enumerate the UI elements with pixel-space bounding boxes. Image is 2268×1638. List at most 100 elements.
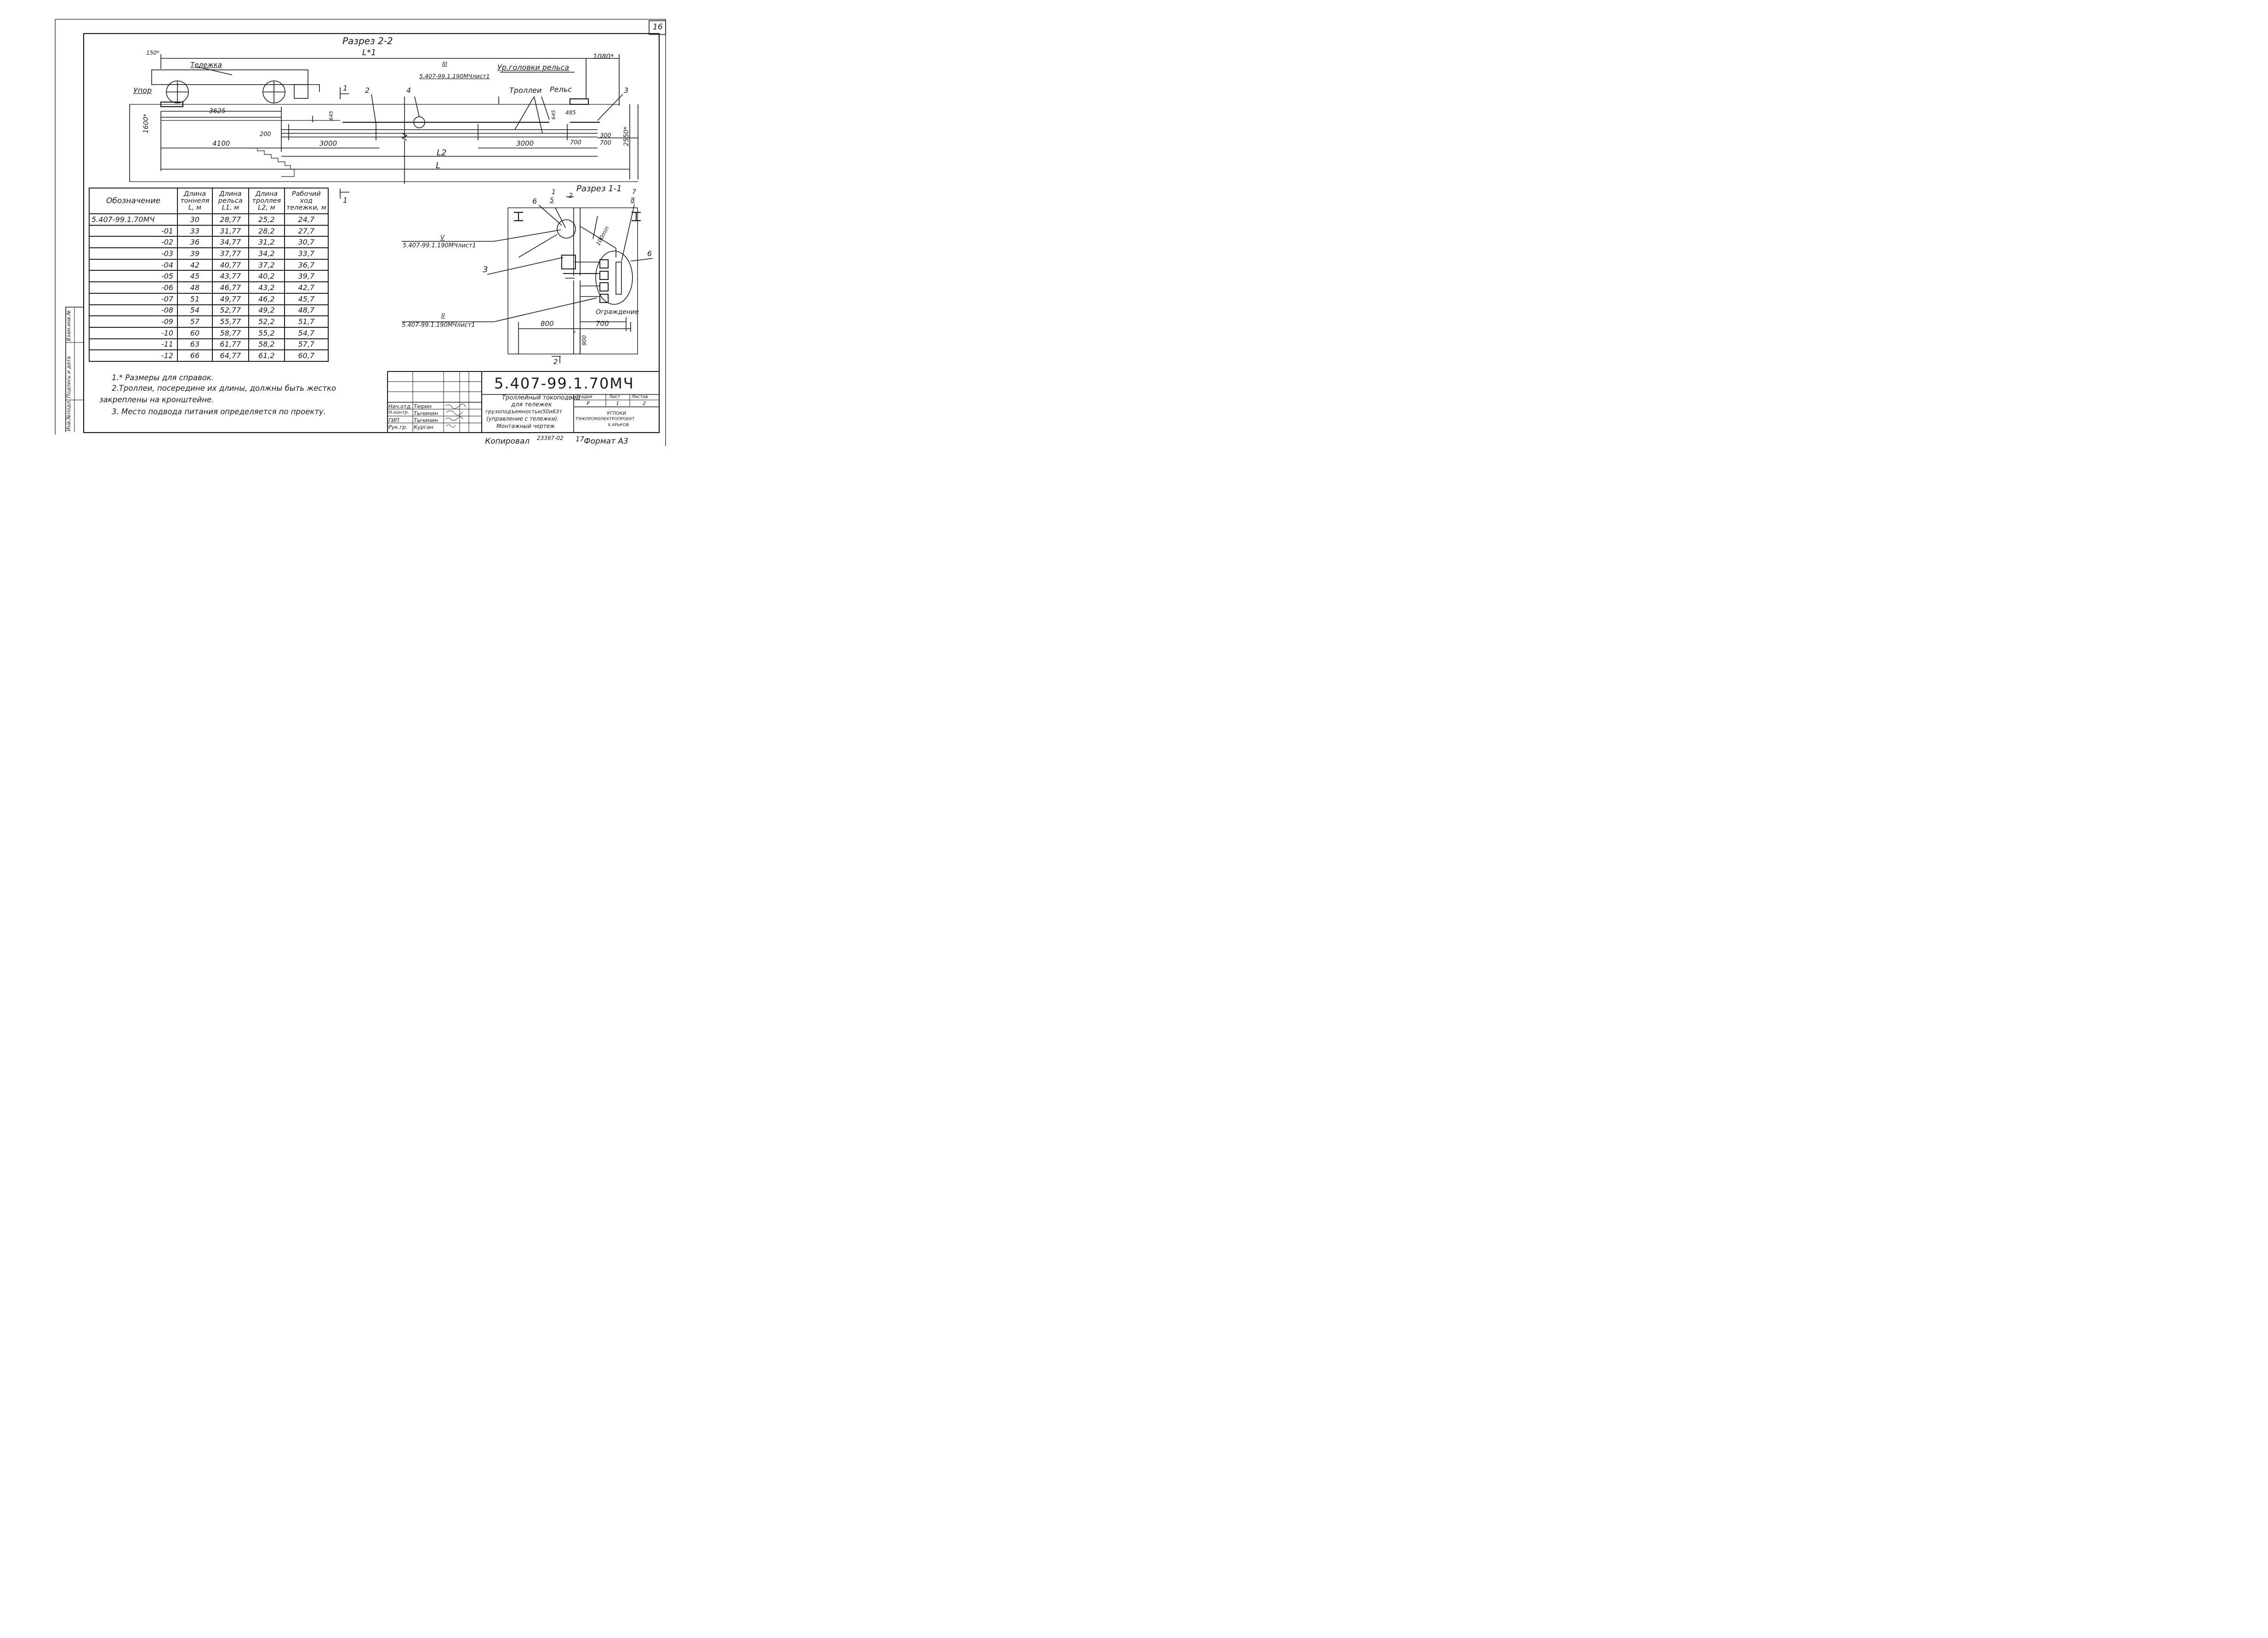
row-value: 28,2 (248, 224, 285, 237)
row-value: 42 (177, 258, 213, 271)
row-value: 31,2 (248, 236, 285, 249)
row-designation: -01 (89, 224, 178, 237)
row-value: 49,77 (211, 292, 249, 305)
row-designation: -02 (89, 236, 178, 249)
row-value: 27,7 (284, 224, 329, 237)
label-L1: L*1 (362, 48, 376, 57)
header-working-travel: Рабочий ход тележки, м (284, 188, 329, 214)
label-L2: L2 (437, 148, 447, 158)
label-stop: Упор (133, 86, 152, 95)
dim-150: 150* (146, 50, 160, 56)
header-rail-length: Длина рельса L1, м (211, 188, 249, 214)
ref-roman-III: III (442, 61, 447, 67)
ref-roman-V: V (440, 234, 444, 241)
row-designation: -09 (89, 315, 178, 328)
row-value: 54,7 (284, 326, 329, 339)
row-value: 60,7 (284, 349, 329, 362)
row-value: 31,77 (211, 224, 249, 237)
row-value: 61,2 (248, 349, 285, 362)
row-designation: -04 (89, 258, 178, 271)
note-2: 2.Троллеи, посередине их длины, должны б… (112, 384, 336, 393)
row-designation: 5.407-99.1.70МЧ (89, 213, 178, 226)
dim-485: 485 (565, 109, 576, 116)
cut-2-bottom: 2 (553, 358, 558, 366)
row-value: 66 (177, 349, 213, 362)
sheet-header: Лист (609, 394, 621, 400)
row-value: 58,2 (248, 338, 285, 351)
row-value: 28,77 (211, 213, 249, 226)
name-norm-control: Тычинин (414, 410, 438, 417)
row-designation: -10 (89, 326, 178, 339)
header-designation: Обозначение (89, 188, 178, 214)
title-line-5: Монтажный чертеж (496, 423, 555, 429)
title-line-1: Троллейный токоподвод (502, 394, 580, 401)
callout-1: 1 (552, 188, 556, 196)
dim-645-left: 645 (328, 111, 334, 120)
row-value: 55,2 (248, 326, 285, 339)
row-value: 46,2 (248, 292, 285, 305)
label-rail-head-level: Ур.головки рельса (497, 63, 570, 72)
row-value: 37,2 (248, 258, 285, 271)
dim-800: 800 (541, 320, 554, 328)
sheets-value: 2 (643, 400, 646, 406)
row-value: 52,2 (248, 315, 285, 328)
row-value: 58,77 (211, 326, 249, 339)
label-fence: Ограждение (596, 308, 639, 316)
dim-900: 900 (581, 335, 587, 346)
role-head-dept: Нач.отд. (388, 403, 412, 410)
org-line-1: УГПОКИ (607, 411, 627, 416)
row-value: 64,77 (211, 349, 249, 362)
dim-200: 200 (260, 131, 271, 138)
row-value: 61,77 (211, 338, 249, 351)
row-value: 36,7 (284, 258, 329, 271)
name-head-dept: Тюрин (414, 403, 432, 410)
row-value: 43,77 (211, 270, 249, 283)
dim-700-s11: 700 (596, 320, 609, 328)
row-value: 36 (177, 236, 213, 249)
section-1-1-title: Разрез 1-1 (576, 184, 622, 194)
designation: 5.407-99.1.70МЧ (494, 375, 634, 392)
row-value: 49,2 (248, 304, 285, 317)
dim-3000-left: 3000 (319, 139, 337, 148)
dim-700-a: 700 (570, 139, 581, 146)
title-line-4: (управление с тележки). (486, 416, 559, 422)
row-value: 39 (177, 247, 213, 260)
label-L: L (436, 161, 441, 171)
row-value: 46,77 (211, 281, 249, 294)
callout-2: 2 (365, 86, 370, 95)
callout-3: 3 (624, 86, 629, 95)
side-replacement-inv: Взам.инв.№ (66, 310, 72, 341)
role-group-lead: Рук.гр. (388, 424, 408, 430)
sheets-header: Листов (632, 394, 648, 400)
row-value: 54 (177, 304, 213, 317)
row-designation: -12 (89, 349, 178, 362)
row-value: 30 (177, 213, 213, 226)
header-trolley-length: Длина троллея L2, м (248, 188, 285, 214)
side-signature-date: Подпись и дата (66, 356, 72, 398)
note-1: 1.* Размеры для справок. (112, 373, 214, 382)
note-3: 3. Место подвода питания определяется по… (112, 407, 326, 416)
ref-doc-V: 5.407-99.1.190МЧлист1 (403, 242, 476, 249)
callout-6-top: 6 (532, 197, 537, 205)
callout-2-top: 2 (569, 192, 573, 200)
callout-8: 8 (631, 197, 635, 204)
row-value: 43,2 (248, 281, 285, 294)
row-value: 40,2 (248, 270, 285, 283)
copy-number: 17 (576, 435, 585, 443)
signatures (445, 404, 466, 428)
row-value: 42,7 (284, 281, 329, 294)
page-number: 16 (653, 23, 663, 32)
org-line-2: ТЯЖПРОМЭЛЕКТРОПРОЕКТ (576, 417, 635, 422)
row-value: 57,7 (284, 338, 329, 351)
sheet-format: Формат А3 (584, 437, 628, 446)
row-value: 48 (177, 281, 213, 294)
row-value: 25,2 (248, 213, 285, 226)
row-value: 51,7 (284, 315, 329, 328)
